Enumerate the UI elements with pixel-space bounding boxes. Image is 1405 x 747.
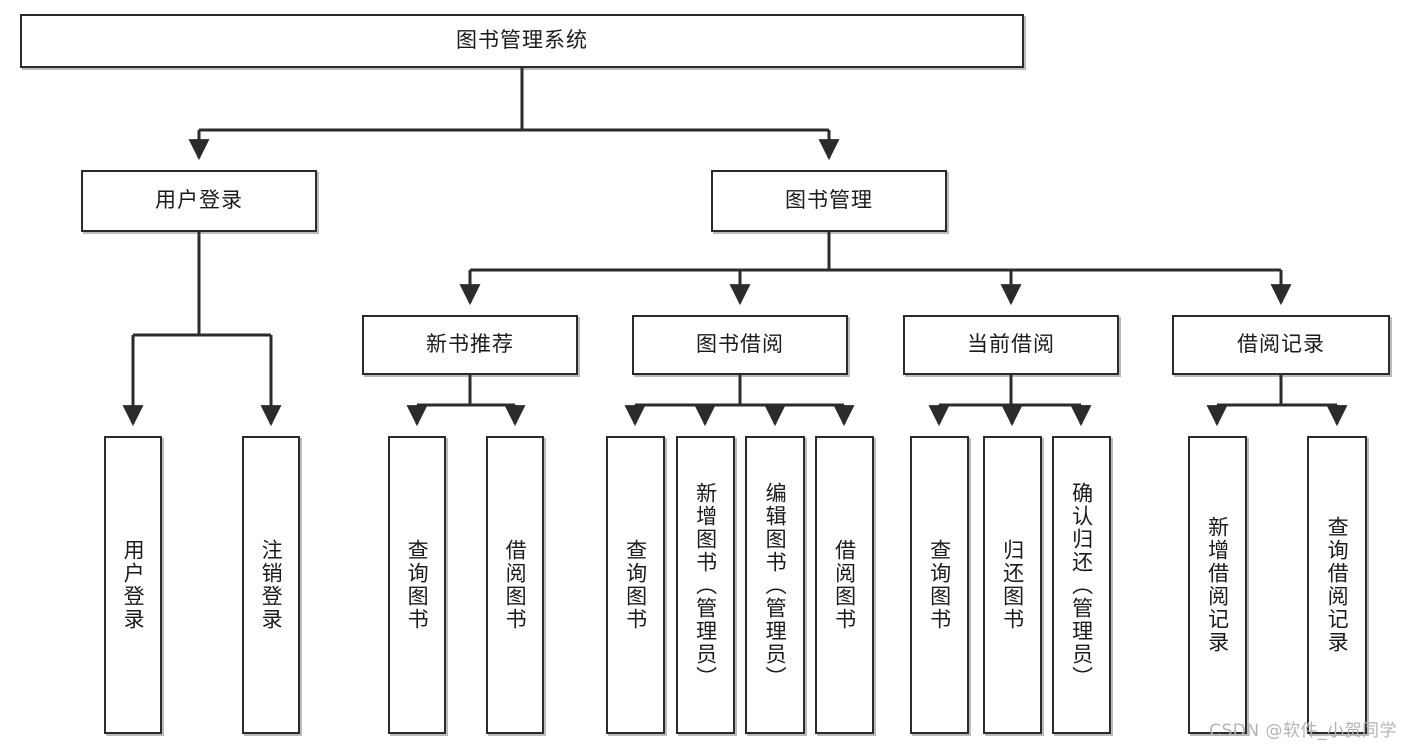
node-book-borrow-label: 图书借阅 [696, 332, 784, 357]
leaf-node-label: 查询图书 [927, 539, 952, 631]
node-current-borrow[interactable]: 当前借阅 [903, 315, 1119, 375]
leaf-node[interactable]: 查询图书 [910, 436, 969, 734]
leaf-node-label: 借阅图书 [503, 539, 528, 631]
leaf-node[interactable]: 编辑图书（管理员） [745, 436, 805, 734]
leaf-node-label: 借阅图书 [832, 539, 857, 631]
leaf-node[interactable]: 查询图书 [388, 436, 446, 734]
leaf-node[interactable]: 借阅图书 [486, 436, 544, 734]
leaf-node[interactable]: 查询图书 [606, 436, 665, 734]
leaf-node-label: 归还图书 [1000, 539, 1025, 631]
node-current-borrow-label: 当前借阅 [967, 332, 1055, 357]
node-book-borrow[interactable]: 图书借阅 [632, 315, 848, 375]
leaf-node[interactable]: 借阅图书 [815, 436, 874, 734]
leaf-node-label: 查询图书 [623, 539, 648, 631]
node-new-book-recommend[interactable]: 新书推荐 [362, 315, 578, 375]
leaf-node-label: 用户登录 [121, 539, 146, 631]
leaf-node[interactable]: 新增借阅记录 [1188, 436, 1247, 734]
leaf-node[interactable]: 用户登录 [104, 436, 162, 734]
node-book-management-label: 图书管理 [785, 188, 873, 213]
leaf-node[interactable]: 确认归还（管理员） [1052, 436, 1111, 734]
leaf-node[interactable]: 查询借阅记录 [1307, 436, 1367, 734]
node-root-label: 图书管理系统 [456, 28, 588, 53]
leaf-node[interactable]: 注销登录 [242, 436, 300, 734]
leaf-node-label: 新增借阅记录 [1205, 516, 1230, 654]
node-borrow-records-label: 借阅记录 [1237, 332, 1325, 357]
leaf-node-label: 编辑图书（管理员） [763, 481, 788, 689]
node-root[interactable]: 图书管理系统 [20, 14, 1024, 68]
node-borrow-records[interactable]: 借阅记录 [1172, 315, 1390, 375]
node-book-management[interactable]: 图书管理 [711, 170, 947, 232]
node-user-login[interactable]: 用户登录 [81, 170, 317, 232]
leaf-node[interactable]: 新增图书（管理员） [676, 436, 735, 734]
leaf-node-label: 注销登录 [259, 539, 284, 631]
leaf-node-label: 确认归还（管理员） [1069, 481, 1094, 689]
leaf-node-label: 查询图书 [405, 539, 430, 631]
node-user-login-label: 用户登录 [155, 188, 243, 213]
node-new-book-recommend-label: 新书推荐 [426, 332, 514, 357]
leaf-node[interactable]: 归还图书 [983, 436, 1042, 734]
leaf-node-label: 新增图书（管理员） [693, 481, 718, 689]
leaf-node-label: 查询借阅记录 [1325, 516, 1350, 654]
